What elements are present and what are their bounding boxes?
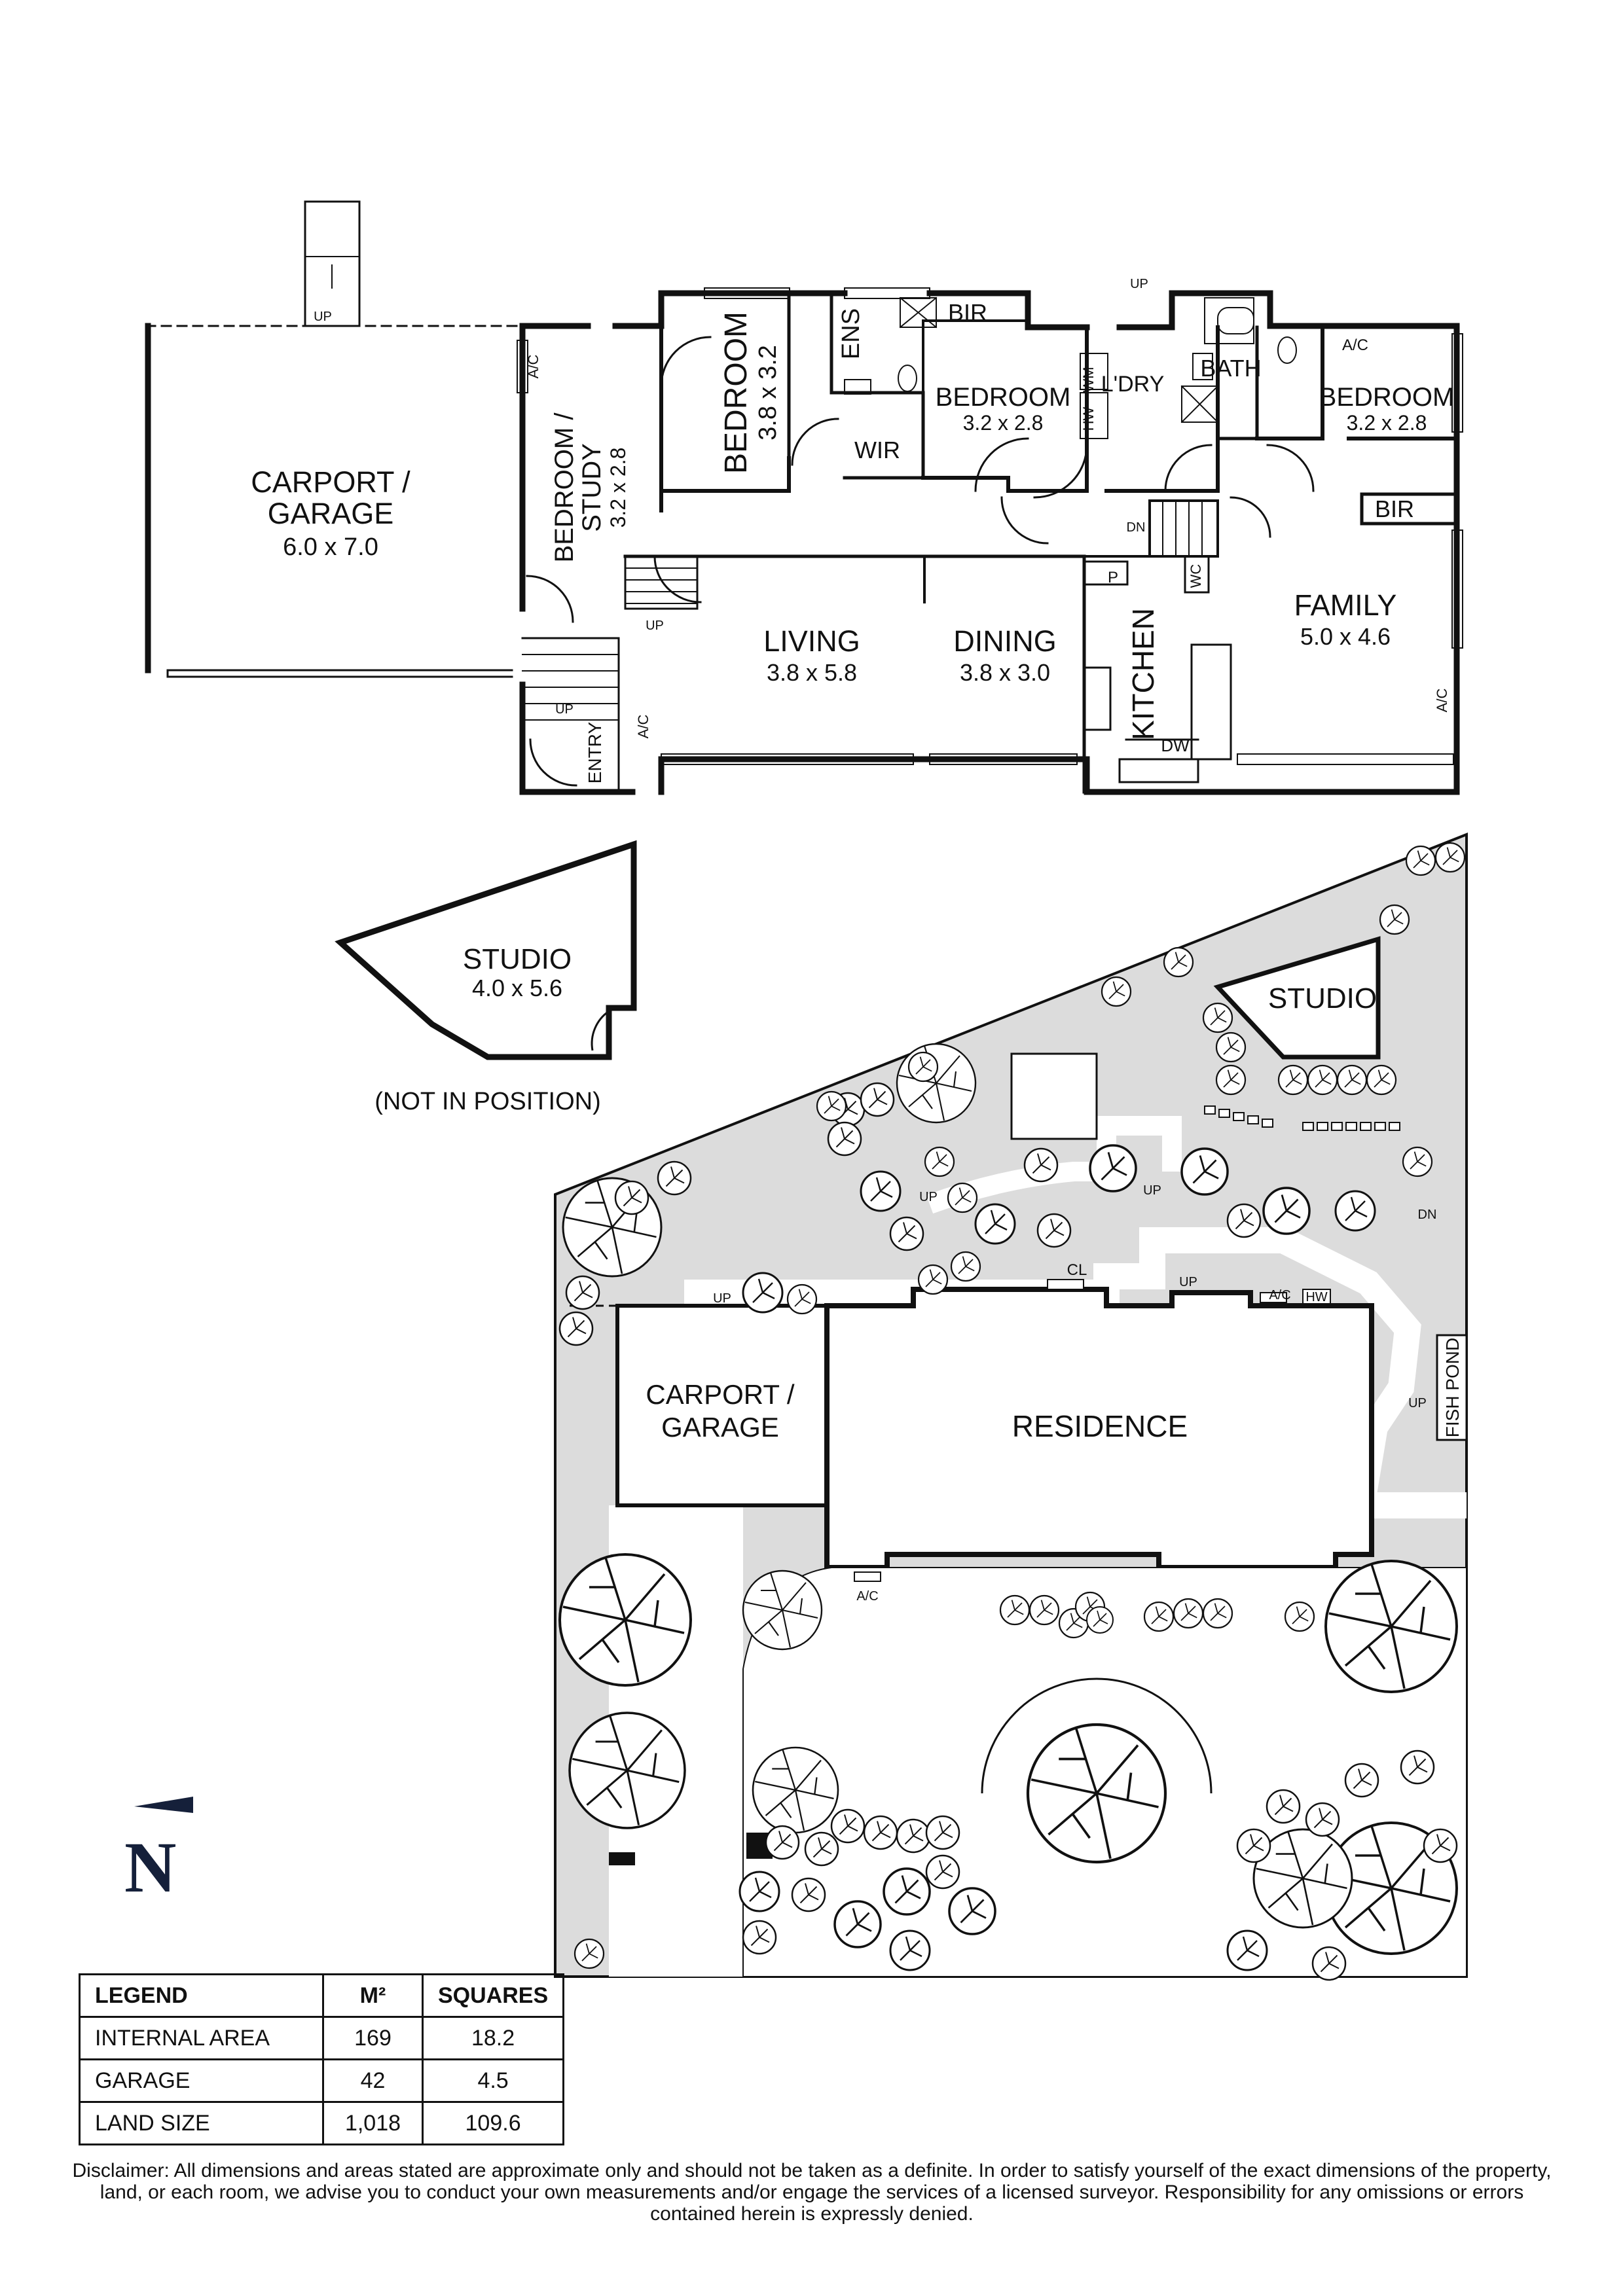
label-bir-1: BIR <box>948 299 987 326</box>
label-hw: HW <box>1080 406 1097 431</box>
room-bed3-size: 3.2 x 2.8 <box>1347 411 1427 435</box>
room-carport-name: CARPORT / <box>251 465 410 499</box>
label-entry: ENTRY <box>585 721 605 783</box>
floor-plan-labels: UP CARPORT / GARAGE 6.0 x 7.0 BEDROOM / … <box>251 277 1454 783</box>
studio-plan <box>335 840 637 1060</box>
legend-table: LEGEND M² SQUARES INTERNAL AREA 169 18.2… <box>79 1973 565 2145</box>
label-p: P <box>1108 569 1118 586</box>
legend-row: LAND SIZE 1,018 109.6 <box>79 2101 565 2145</box>
site-fish-pond-label: FISH POND <box>1442 1338 1463 1437</box>
room-kitchen-name: KITCHEN <box>1126 608 1160 740</box>
label-wir: WIR <box>854 437 900 463</box>
site-studio <box>1213 936 1381 1060</box>
label-up: UP <box>314 310 332 324</box>
site-carport-label2: GARAGE <box>661 1412 779 1443</box>
site-ac-front-label: A/C <box>856 1589 878 1604</box>
site-up-2: UP <box>1143 1183 1161 1198</box>
room-bed1-size: 3.8 x 3.2 <box>754 345 782 440</box>
legend-squares: 18.2 <box>421 2016 565 2060</box>
legend-squares: 4.5 <box>421 2058 565 2103</box>
room-living-size: 3.8 x 5.8 <box>767 659 857 686</box>
label-up-ldry: UP <box>1130 277 1148 291</box>
site-dn: DN <box>1418 1208 1437 1222</box>
room-bed-study-name2: STUDY <box>577 443 606 532</box>
north-arrow-icon <box>134 1797 193 1813</box>
legend-header-row: LEGEND M² SQUARES <box>79 1973 565 2018</box>
north-label: N <box>124 1827 177 1907</box>
site-studio-label: STUDIO <box>1268 982 1377 1014</box>
disclaimer: Disclaimer: All dimensions and areas sta… <box>72 2160 1552 2225</box>
label-bir-2: BIR <box>1375 495 1414 522</box>
room-family-size: 5.0 x 4.6 <box>1300 623 1391 650</box>
site-hw-label: HW <box>1305 1290 1327 1304</box>
label-up-entry: UP <box>555 702 574 717</box>
room-bed-study-name: BEDROOM / <box>550 412 579 563</box>
label-dw: DW <box>1161 736 1190 755</box>
room-dining-name: DINING <box>953 624 1057 658</box>
legend-m2: 1,018 <box>322 2101 424 2145</box>
label-up-living: UP <box>646 619 664 633</box>
room-carport-name2: GARAGE <box>268 497 394 530</box>
site-plan: STUDIO CARPORT / GARAGE RESIDENCE FISH P… <box>554 833 1468 1981</box>
label-wm: WM <box>1080 367 1097 392</box>
room-living-name: LIVING <box>763 624 860 658</box>
legend-row: INTERNAL AREA 169 18.2 <box>79 2016 565 2060</box>
studio-name: STUDIO <box>463 943 572 975</box>
legend-m2: 169 <box>322 2016 424 2060</box>
site-up-3: UP <box>713 1291 731 1306</box>
label-ldry: L'DRY <box>1101 372 1165 397</box>
room-bed1-name: BEDROOM <box>719 312 754 474</box>
site-up-1: UP <box>919 1190 938 1204</box>
site-carport-label: CARPORT / <box>646 1379 794 1410</box>
room-carport-size: 6.0 x 7.0 <box>283 533 378 561</box>
legend-label: GARAGE <box>79 2058 324 2103</box>
label-ac-family: A/C <box>1434 689 1450 713</box>
legend-header-m2: M² <box>322 1973 424 2018</box>
house-floor-plan <box>145 200 1463 795</box>
label-ac-entry: A/C <box>635 715 651 739</box>
room-dining-size: 3.8 x 3.0 <box>960 659 1050 686</box>
room-bed-study-size: 3.2 x 2.8 <box>606 448 630 528</box>
site-up-5: UP <box>1408 1396 1427 1410</box>
label-wc: WC <box>1188 564 1204 588</box>
site-residence-label: RESIDENCE <box>1012 1409 1188 1443</box>
room-bed2-name: BEDROOM <box>936 383 1071 412</box>
legend-row: GARAGE 42 4.5 <box>79 2058 565 2103</box>
site-ac-label: A/C <box>1269 1288 1290 1302</box>
carport-stairs <box>304 200 361 327</box>
label-ac-study: A/C <box>525 355 541 379</box>
label-ens: ENS <box>837 308 865 359</box>
room-bed2-size: 3.2 x 2.8 <box>963 411 1044 435</box>
site-residence <box>824 1287 1374 1570</box>
label-bath: BATH <box>1200 355 1261 382</box>
legend-squares: 109.6 <box>421 2101 565 2145</box>
legend-m2: 42 <box>322 2058 424 2103</box>
site-cl-label: CL <box>1067 1261 1087 1279</box>
room-bed3-name: BEDROOM <box>1319 383 1455 412</box>
label-ac-bed3: A/C <box>1342 336 1368 354</box>
label-dn: DN <box>1127 520 1146 535</box>
legend-label: INTERNAL AREA <box>79 2016 324 2060</box>
legend-header-legend: LEGEND <box>79 1973 324 2018</box>
site-up-4: UP <box>1179 1275 1197 1289</box>
studio-note: (NOT IN POSITION) <box>374 1088 601 1115</box>
room-family-name: FAMILY <box>1294 588 1397 622</box>
legend-header-squares: SQUARES <box>421 1973 565 2018</box>
legend-label: LAND SIZE <box>79 2101 324 2145</box>
studio-size: 4.0 x 5.6 <box>472 975 562 1001</box>
